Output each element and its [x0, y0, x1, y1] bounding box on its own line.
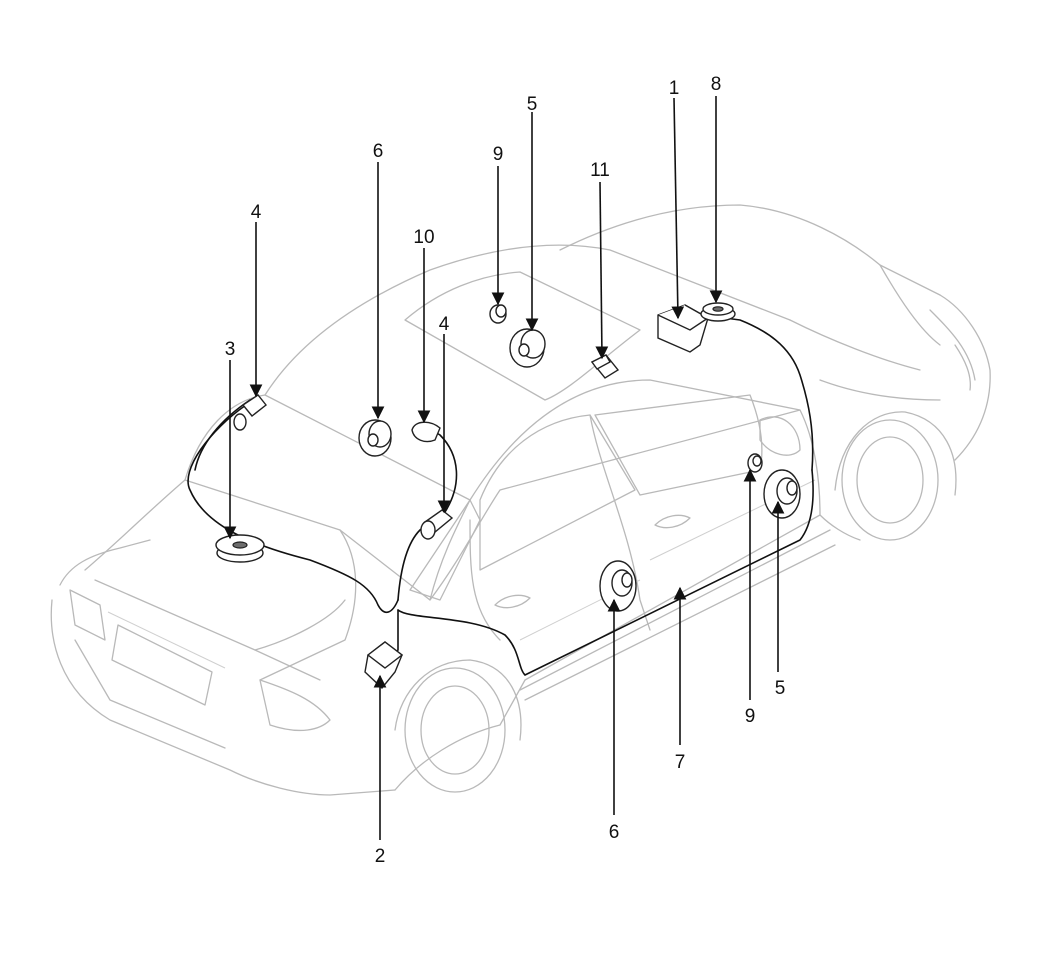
callout-4a: 4 [251, 202, 262, 223]
wire-rear-loop [187, 397, 399, 614]
wire-rising-to-head-unit [724, 317, 814, 471]
callout-4b: 4 [439, 314, 450, 335]
callout-7: 7 [675, 752, 686, 773]
car-body-outline [50, 204, 991, 796]
wire-rear-loop-inner [194, 399, 251, 471]
amplifier [364, 641, 404, 690]
callout-3: 3 [225, 339, 236, 360]
speaker-front-door [763, 469, 801, 519]
callout-10: 10 [413, 227, 434, 248]
speaker-rear-upper [358, 419, 392, 457]
leader-lines [223, 96, 785, 840]
speaker-front-upper [509, 328, 546, 368]
callout-9b: 9 [745, 706, 756, 727]
callout-9a: 9 [493, 144, 504, 165]
sensor-10 [411, 421, 441, 443]
callout-2: 2 [375, 846, 386, 867]
audio-head-unit [657, 304, 710, 353]
callout-6b: 6 [609, 822, 620, 843]
callout-5a: 5 [527, 94, 538, 115]
tweeter-front-upper [489, 304, 507, 324]
wire-floor-run [397, 469, 814, 676]
callout-11: 11 [590, 160, 610, 181]
tweeter-front-door [747, 453, 763, 473]
dash-center-speaker [700, 302, 736, 322]
antenna-module-left [233, 394, 267, 431]
antenna-module-right [420, 509, 454, 540]
callout-labels: 1 2 3 4 4 5 5 6 6 7 8 9 9 10 11 [225, 74, 786, 867]
callout-6a: 6 [373, 141, 384, 162]
speaker-rear-door [599, 560, 637, 612]
rear-shelf-speaker [215, 534, 265, 563]
callout-1: 1 [669, 78, 680, 99]
module-11 [590, 354, 620, 379]
leader-1 [671, 97, 685, 320]
callout-5b: 5 [775, 678, 786, 699]
leader-11 [595, 181, 609, 360]
callout-8: 8 [711, 74, 722, 95]
